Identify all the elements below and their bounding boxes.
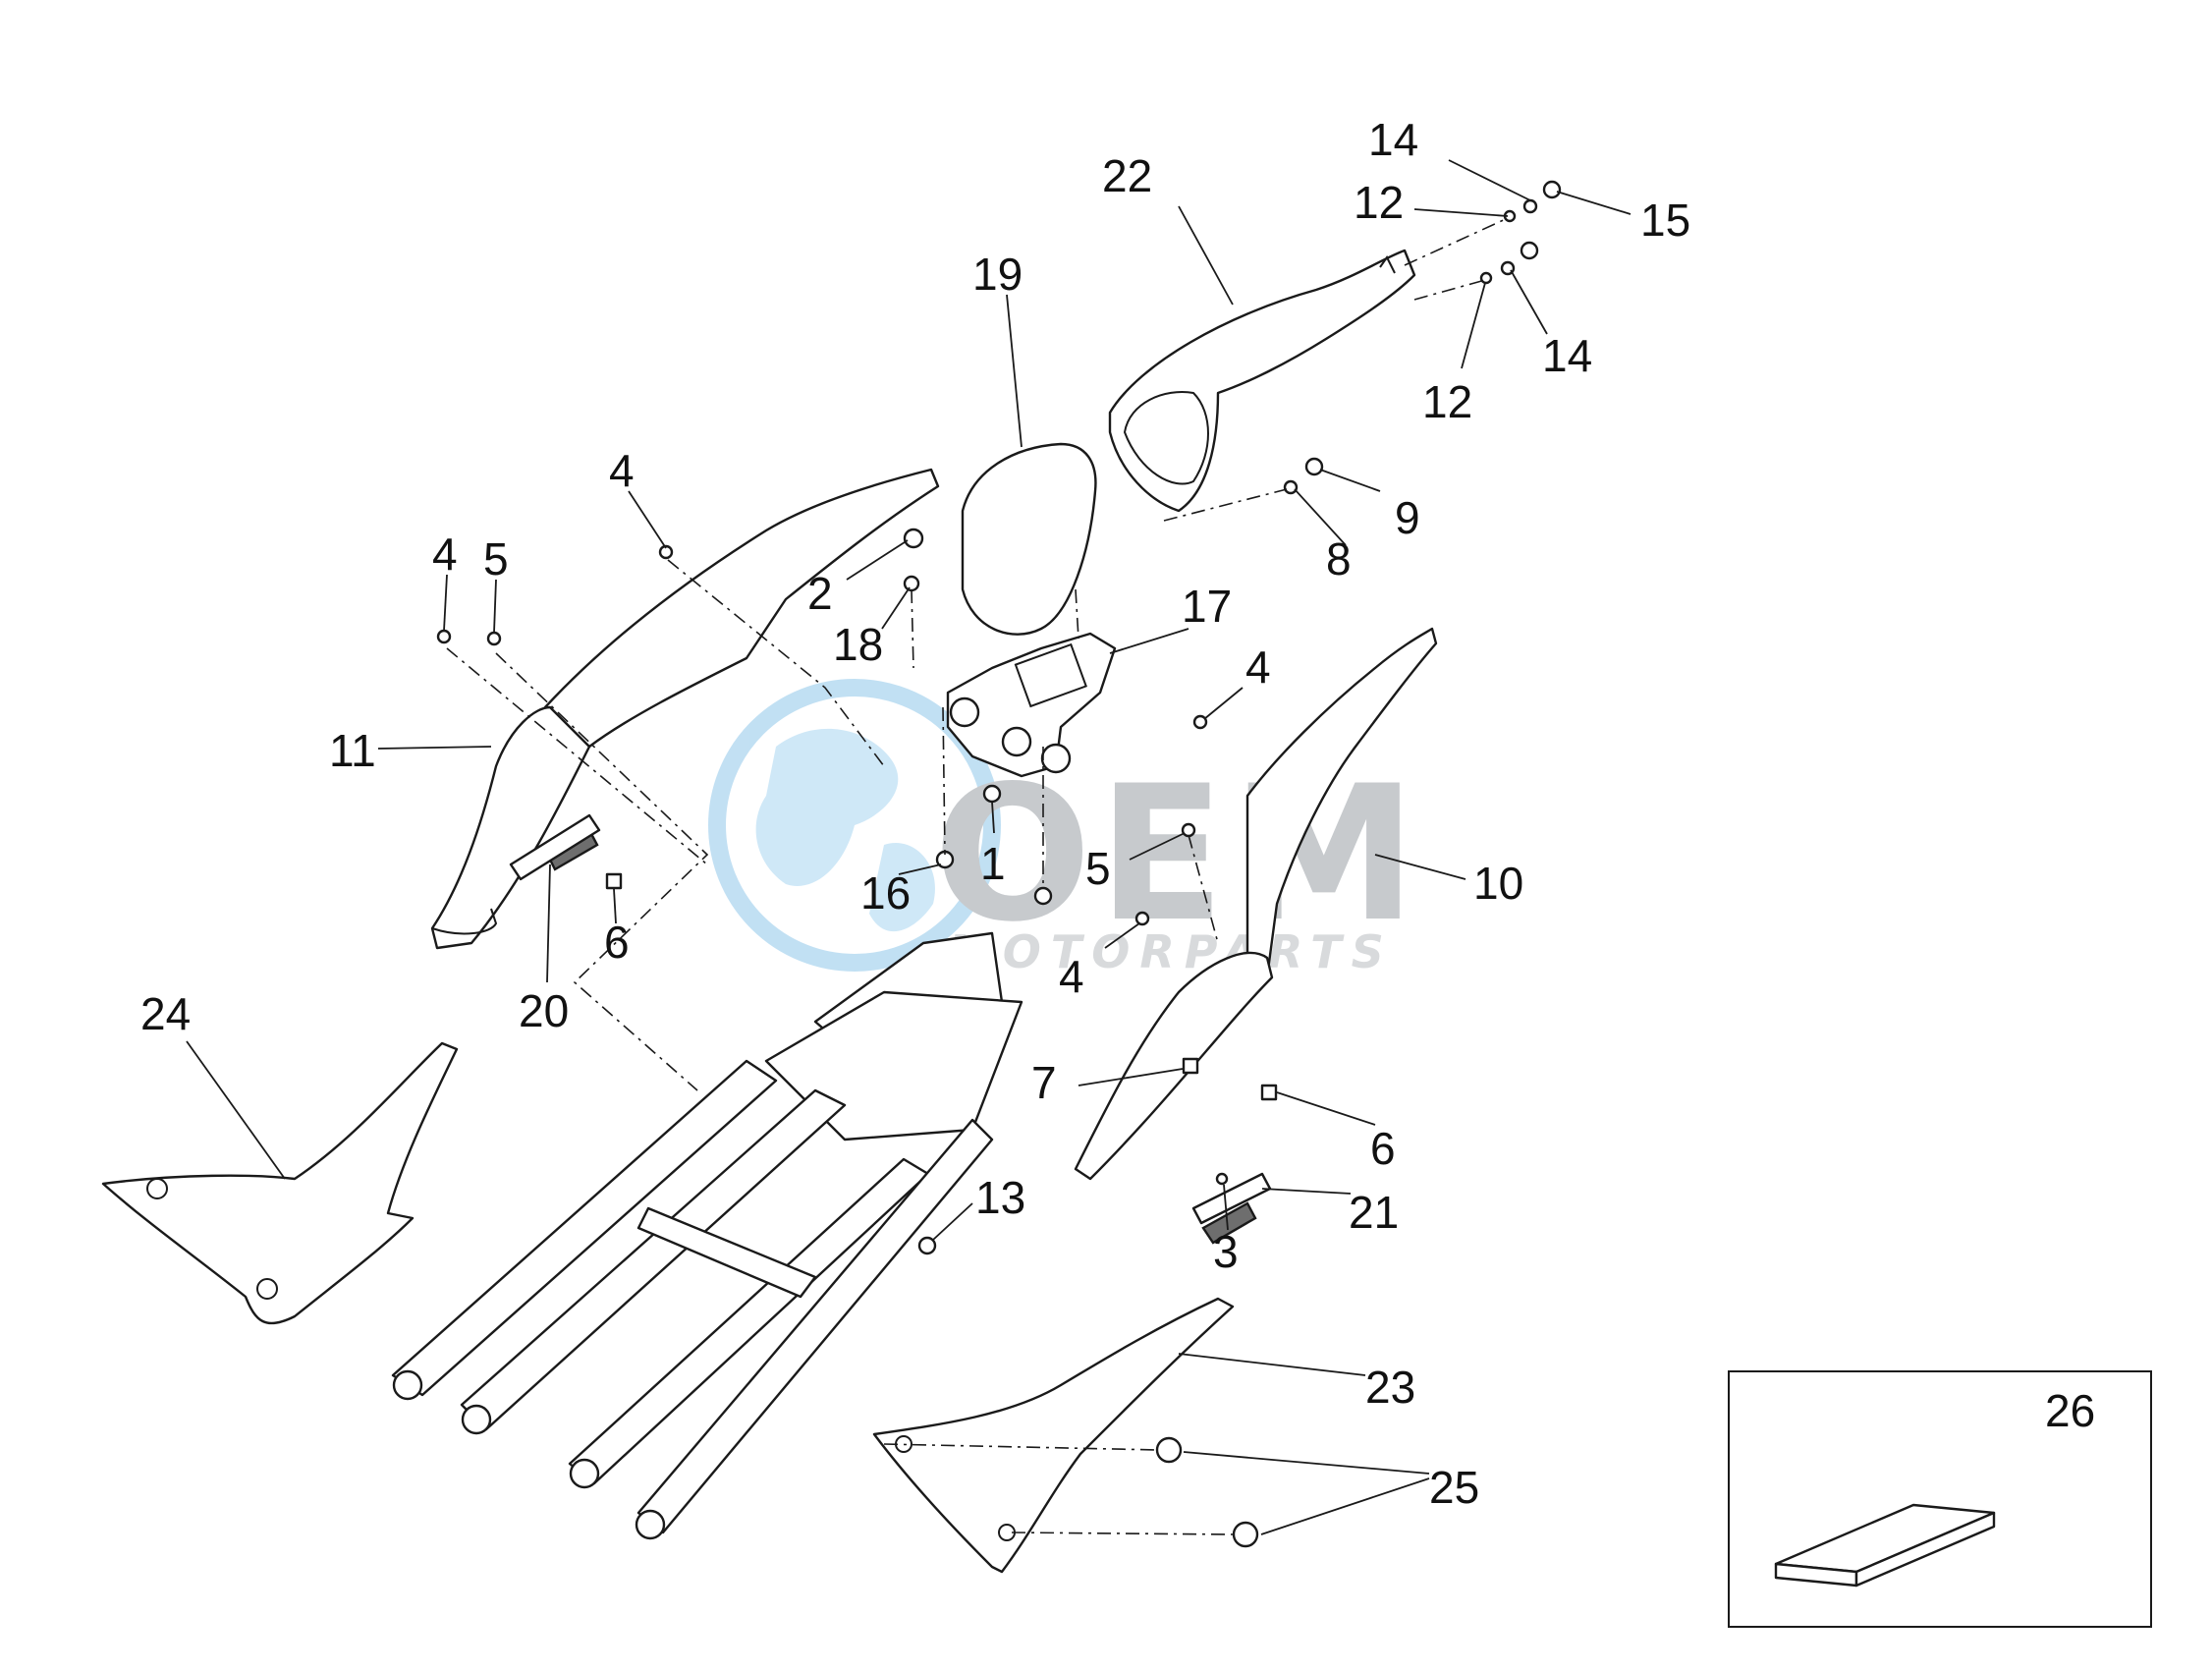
part-17-lock-bracket [946,632,1117,778]
callout-3: 3 [1213,1226,1239,1277]
callout-9: 9 [1395,492,1420,543]
callout-26: 26 [2045,1385,2095,1436]
callout-24: 24 [140,988,191,1039]
assembly-lines [446,217,1509,1535]
callout-1: 1 [980,838,1006,889]
callout-21: 21 [1349,1187,1399,1238]
part-19-seat-pad [961,442,1097,636]
callout-14-upper: 14 [1368,114,1418,165]
screw-3 [1215,1172,1229,1186]
part-11-left-side-panel [430,468,940,950]
watermark-subtext: MOTORPARTS [948,925,1394,978]
callout-14-lower: 14 [1542,330,1592,381]
part-23-right-lower-fairing [872,1297,1235,1574]
screw-4-upper-left [658,544,674,560]
callout-5-right: 5 [1085,843,1111,894]
screw-4-left [436,629,452,644]
watermark-globe-continents [755,728,935,932]
callout-7: 7 [1031,1057,1057,1108]
nut-6-right [1260,1084,1278,1101]
part-10-right-side-panel [1074,627,1438,1181]
callout-4-left: 4 [432,529,458,580]
callout-17: 17 [1182,581,1232,632]
callout-15: 15 [1640,195,1690,246]
screw-4-right-lower [1134,911,1150,926]
fastener-1 [982,784,1002,804]
screw-15-upper [1542,180,1562,199]
callout-6-left: 6 [604,917,630,968]
screw-5-left [486,631,502,646]
callout-10: 10 [1473,858,1523,909]
callout-16: 16 [860,867,911,919]
nut-6-left [605,872,623,890]
screw-15-lower [1520,241,1539,260]
callout-22: 22 [1102,150,1152,201]
rear-subframe [391,931,1023,1540]
watermark-globe [708,679,1001,972]
washer-14-upper [1522,198,1538,214]
bolt-16-right [1033,886,1053,906]
callout-19: 19 [972,249,1023,300]
washer-18 [903,575,920,592]
nut-13 [917,1236,937,1255]
callouts: 14 22 12 15 19 14 12 4 9 4 5 2 8 17 18 4… [140,114,1690,1513]
part-20-left-footrest [509,813,601,881]
washer-12-lower [1479,271,1493,285]
callout-20: 20 [519,985,569,1036]
screw-5-right [1181,822,1196,838]
screw-25-lower [1232,1521,1259,1548]
screw-2 [903,528,924,549]
callout-12-lower: 12 [1422,376,1472,427]
callout-2: 2 [807,568,833,619]
callout-18: 18 [833,619,883,670]
callout-4-right: 4 [1245,641,1271,693]
watermark: OEM MOTORPARTS [708,679,1422,978]
leader-lines [186,159,1631,1535]
callout-4-right-lower: 4 [1059,951,1084,1002]
callout-23: 23 [1365,1362,1415,1413]
screw-4-right [1192,714,1208,730]
callout-25: 25 [1429,1462,1479,1513]
callout-13: 13 [975,1172,1025,1223]
kit-box: 26 [1728,1370,2152,1628]
part-22-tail-cowl [1108,249,1416,513]
watermark-brand: OEM [933,746,1422,963]
callout-6-right: 6 [1370,1123,1396,1174]
washer-8 [1283,479,1299,495]
callout-12-upper: 12 [1354,177,1404,228]
fasteners [436,180,1562,1548]
callout-4-upper-left: 4 [609,445,635,496]
screw-25-upper [1155,1436,1183,1464]
screw-9 [1304,457,1324,476]
callout-8: 8 [1326,533,1352,585]
callout-5-left: 5 [483,533,509,585]
nut-7 [1182,1057,1199,1075]
part-26-kit-block [1774,1503,1996,1587]
callout-11: 11 [329,725,376,776]
part-24-left-lower-fairing [101,1041,459,1325]
